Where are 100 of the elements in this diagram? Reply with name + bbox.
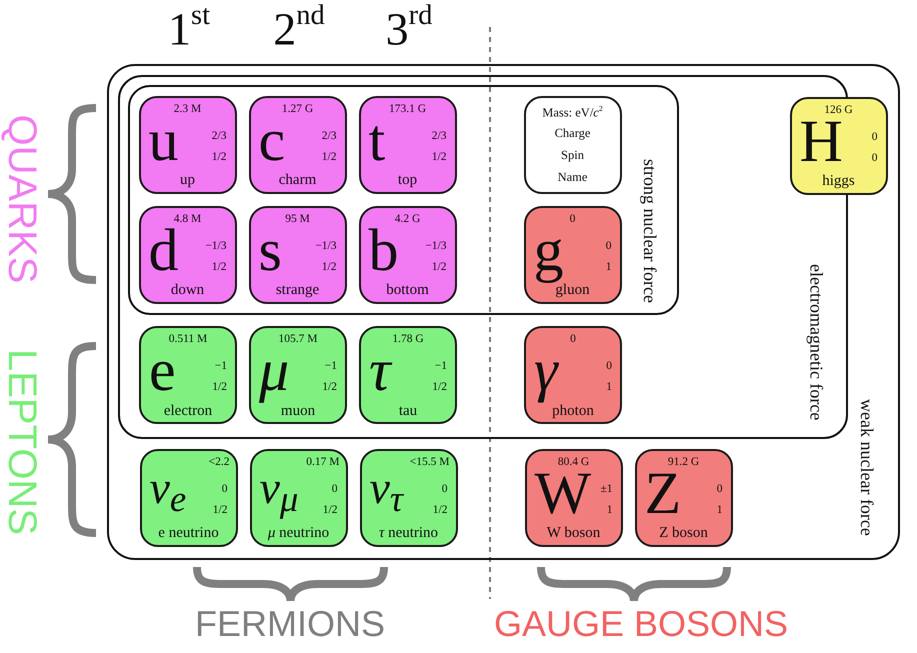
spin-value: 1/2 xyxy=(432,381,447,394)
spin-value: 1 xyxy=(606,260,612,274)
particle-card xyxy=(248,206,346,304)
spin-value: 1 xyxy=(716,504,722,516)
particle-name: top xyxy=(398,172,418,188)
particle-name: electron xyxy=(164,402,212,419)
particle-name: W boson xyxy=(546,525,600,542)
particle-card xyxy=(524,206,622,304)
particle-name: muon xyxy=(280,402,316,419)
charge-value: 0 xyxy=(442,482,448,496)
spin-value: 1/2 xyxy=(212,381,227,394)
mass-value: 173.1 G xyxy=(388,102,426,116)
spin-value: 1/2 xyxy=(212,150,226,164)
particle-card xyxy=(358,96,456,194)
generation-label: 2$^{nd}$ xyxy=(273,2,325,56)
particle-card xyxy=(248,96,346,194)
mass-value: 0 xyxy=(570,212,576,226)
particle-name: e neutrino xyxy=(158,525,219,542)
charge-value: 2/3 xyxy=(432,130,446,142)
spin-value: 1/2 xyxy=(212,260,226,274)
mass-value: <15.5 M xyxy=(410,456,450,468)
spin-value: 1/2 xyxy=(322,150,336,164)
mass-value: 2.3 M xyxy=(174,102,202,116)
charge-value: −1/3 xyxy=(315,240,336,252)
particle-card xyxy=(138,96,236,194)
particle-card xyxy=(249,326,347,424)
spin-value: 1/2 xyxy=(432,504,448,516)
force-label: weak nuclear force xyxy=(857,399,876,536)
charge-value: 2/3 xyxy=(322,130,336,142)
charge-value: 0 xyxy=(222,482,228,496)
charge-value: 0 xyxy=(606,240,612,252)
particle-name: gluon xyxy=(555,282,590,298)
charge-value: −1 xyxy=(434,360,447,373)
spin-value: 1/2 xyxy=(432,260,446,274)
particle-name: bottom xyxy=(386,282,429,298)
group-label: FERMIONS xyxy=(195,606,385,642)
particle-card xyxy=(138,206,236,304)
key-label: Charge xyxy=(554,126,590,140)
particle-name: μ neutrino xyxy=(268,525,330,542)
particle-name: photon xyxy=(552,402,594,419)
particle-name: higgs xyxy=(822,173,855,190)
particle-symbol: t xyxy=(368,110,386,170)
particle-symbol: s xyxy=(258,220,282,280)
charge-value: ±1 xyxy=(600,482,612,496)
key-label: Mass: eV/c$^{2}$ xyxy=(542,104,603,120)
particle-name: tau xyxy=(398,402,418,419)
particle-card xyxy=(250,448,348,546)
generation-label: 1$^{st}$ xyxy=(168,2,210,56)
particle-card xyxy=(140,448,238,546)
spin-value: 1/2 xyxy=(322,260,336,274)
mass-value: 105.7 M xyxy=(278,333,318,346)
spin-value: 1 xyxy=(606,504,612,516)
spin-value: 1/2 xyxy=(432,150,446,164)
mass-value: 1.27 G xyxy=(282,102,314,116)
generation-label: 3$^{rd}$ xyxy=(386,2,432,56)
spin-value: 1 xyxy=(606,381,612,394)
particle-card xyxy=(790,96,888,194)
particle-card xyxy=(358,206,456,304)
charge-value: 0 xyxy=(872,130,878,144)
particle-name: charm xyxy=(278,172,316,188)
key-label: Name xyxy=(558,170,588,184)
charge-value: 0 xyxy=(606,360,612,373)
force-region xyxy=(128,85,679,315)
mass-value: 0.511 M xyxy=(168,333,208,346)
group-label: LEPTONS xyxy=(2,349,42,535)
charge-value: 0 xyxy=(332,482,338,496)
spin-value: 1/2 xyxy=(212,504,228,516)
particle-symbol: ν$_{τ}$ xyxy=(370,464,404,518)
force-label: strong nuclear force xyxy=(640,159,659,303)
particle-card xyxy=(524,448,622,546)
charge-value: −1 xyxy=(214,360,227,373)
particle-name: τ neutrino xyxy=(378,525,438,542)
particle-card xyxy=(360,448,458,546)
mass-value: 0.17 M xyxy=(306,456,340,468)
mass-value: 4.8 M xyxy=(174,212,202,226)
particle-name: strange xyxy=(276,282,320,298)
particle-card xyxy=(524,326,622,424)
particle-symbol: ν$_{μ}$ xyxy=(260,464,298,518)
spin-value: 1/2 xyxy=(322,504,338,516)
group-label: QUARKS xyxy=(2,114,42,284)
mass-value: 95 M xyxy=(285,212,310,226)
particle-name: up xyxy=(180,172,195,188)
spin-value: 1/2 xyxy=(322,381,337,394)
key-card xyxy=(524,96,622,194)
mass-value: 1.78 G xyxy=(392,333,424,346)
particle-symbol: ν$_{e}$ xyxy=(150,464,186,518)
charge-value: 2/3 xyxy=(212,130,226,142)
mass-value: 4.2 G xyxy=(394,212,420,226)
mass-value: 126 G xyxy=(824,104,853,116)
charge-value: −1 xyxy=(324,360,337,373)
group-label: GAUGE BOSONS xyxy=(494,606,788,642)
charge-value: −1/3 xyxy=(425,240,446,252)
charge-value: 0 xyxy=(716,482,722,496)
particle-name: down xyxy=(170,282,204,298)
mass-value: <2.2 xyxy=(208,456,230,468)
particle-card xyxy=(634,448,732,546)
force-region xyxy=(107,64,900,560)
particle-name: Z boson xyxy=(659,525,708,542)
particle-symbol: τ xyxy=(369,340,390,400)
force-label: electromagnetic force xyxy=(806,264,826,420)
